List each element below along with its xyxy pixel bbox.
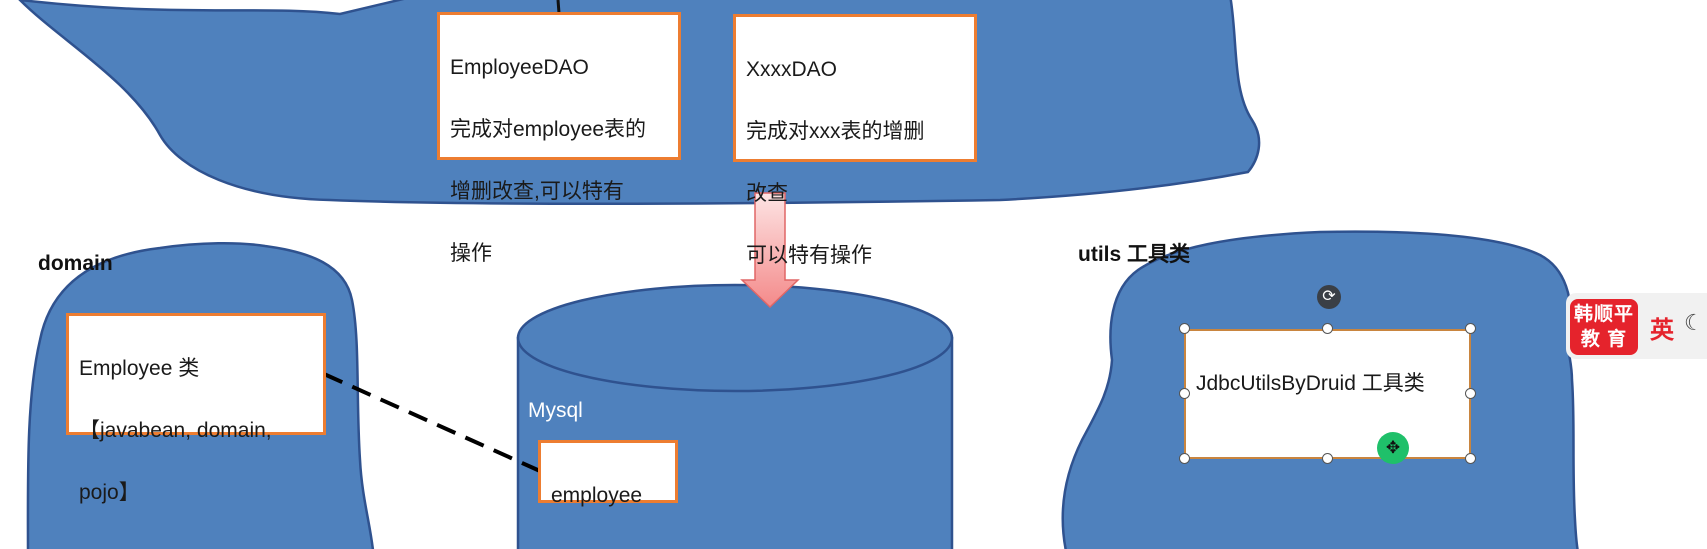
mysql-label: Mysql <box>528 399 583 422</box>
brand-logo: 韩顺平 教 育 <box>1570 299 1638 355</box>
xxxx-dao-line-1: XxxxDAO <box>746 58 838 81</box>
employee-table-label: employee <box>551 484 643 507</box>
employee-dao-line-1: EmployeeDAO <box>450 56 589 79</box>
utils-label: utils 工具类 <box>1078 243 1191 266</box>
domain-label: domain <box>38 252 113 275</box>
mysql-cylinder-top <box>516 283 954 393</box>
moon-icon[interactable]: ☾ <box>1684 310 1704 335</box>
employee-class-line-2: 【javabean, domain, <box>79 419 272 442</box>
xxxx-dao-line-2: 完成对xxx表的增删 <box>746 120 925 143</box>
resize-handle-top-left[interactable] <box>1179 323 1190 334</box>
brand-widget[interactable]: 韩顺平 教 育 英 ☾ <box>1566 293 1707 359</box>
resize-handle-bottom-right[interactable] <box>1465 453 1476 464</box>
jdbc-utils-label: JdbcUtilsByDruid 工具类 <box>1196 372 1425 395</box>
rotate-handle-icon[interactable]: ⟳ <box>1317 285 1341 309</box>
jdbc-utils-box[interactable]: JdbcUtilsByDruid 工具类 <box>1184 329 1471 459</box>
connector-line-top <box>556 0 561 14</box>
xxxx-dao-box[interactable]: XxxxDAO 完成对xxx表的增删 改查 可以特有操作 <box>733 14 977 267</box>
resize-handle-top-center[interactable] <box>1322 323 1333 334</box>
xxxx-dao-line-4: 可以特有操作 <box>746 244 872 267</box>
move-cursor-icon[interactable]: ✥ <box>1377 432 1409 464</box>
employee-dao-line-2: 完成对employee表的 <box>450 118 647 141</box>
resize-handle-middle-right[interactable] <box>1465 388 1476 399</box>
employee-class-line-1: Employee 类 <box>79 357 200 380</box>
resize-handle-middle-left[interactable] <box>1179 388 1190 399</box>
xxxx-dao-line-3: 改查 <box>746 182 788 205</box>
employee-dao-box[interactable]: EmployeeDAO 完成对employee表的 增删改查,可以特有 操作 <box>437 12 681 265</box>
employee-class-line-3: pojo】 <box>79 481 140 504</box>
down-arrow <box>740 192 800 309</box>
employee-table-box[interactable]: employee <box>538 440 678 507</box>
resize-handle-top-right[interactable] <box>1465 323 1476 334</box>
language-indicator[interactable]: 英 <box>1650 317 1674 344</box>
employee-class-box[interactable]: Employee 类 【javabean, domain, pojo】 <box>66 313 326 504</box>
resize-handle-bottom-left[interactable] <box>1179 453 1190 464</box>
resize-handle-bottom-center[interactable] <box>1322 453 1333 464</box>
dashed-connector <box>323 372 541 473</box>
employee-dao-line-4: 操作 <box>450 242 492 265</box>
employee-dao-line-3: 增删改查,可以特有 <box>450 180 624 203</box>
